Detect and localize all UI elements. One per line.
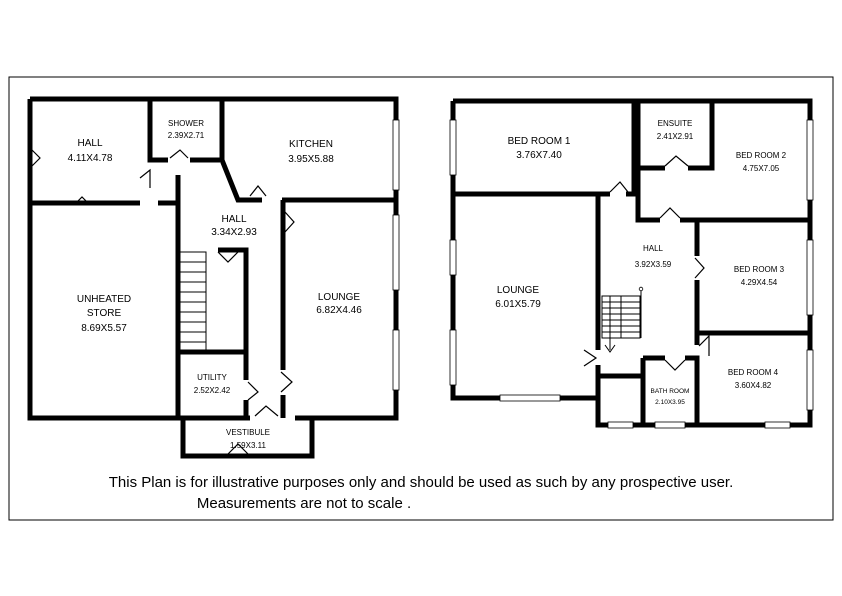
bathroom-partition (598, 355, 700, 425)
room-size-ensuite: 2.41X2.91 (657, 132, 694, 141)
room-name-utility: UTILITY (197, 373, 227, 382)
room-size-shower: 2.39X2.71 (168, 131, 205, 140)
window (654, 421, 686, 429)
door-swing (698, 334, 710, 356)
door-swing (247, 381, 259, 401)
door-swing (284, 211, 295, 233)
room-size-hall: 4.11X4.78 (68, 153, 113, 164)
door-swing (664, 359, 686, 371)
window (806, 119, 814, 201)
window (392, 119, 400, 191)
room-size-first-hall: 3.92X3.59 (635, 260, 672, 269)
window (764, 421, 791, 429)
room-name-vestibule: VESTIBULE (226, 428, 270, 437)
room-size-bedroom-1: 3.76X7.40 (516, 150, 562, 161)
door-swing (583, 349, 598, 367)
room-size-lounge: 6.82X4.46 (316, 305, 362, 316)
room-name-unheated-store-2: STORE (87, 308, 122, 319)
corridor-inner-wall (178, 247, 249, 355)
door-swing (254, 405, 279, 417)
room-size-first-lounge: 6.01X5.79 (495, 299, 541, 310)
window (499, 394, 561, 402)
kitchen-partition (219, 99, 396, 203)
first-floor-stairs (601, 286, 644, 353)
window (392, 214, 400, 291)
room-name-bedroom-1: BED ROOM 1 (508, 136, 571, 147)
window (806, 239, 814, 316)
door-swing (169, 149, 189, 159)
window (806, 349, 814, 411)
room-name-unheated-store-1: UNHEATED (77, 294, 131, 305)
door-swing (217, 251, 239, 263)
room-name-inner-hall: HALL (221, 214, 246, 225)
room-size-vestibule: 1.59X3.11 (230, 441, 266, 450)
room-name-lounge: LOUNGE (318, 292, 361, 303)
window (449, 119, 457, 176)
room-name-kitchen: KITCHEN (289, 139, 333, 150)
ground-floor-plan: HALL 4.11X4.78 SHOWER 2.39X2.71 KITCHEN … (27, 96, 400, 459)
door-swing (659, 207, 681, 219)
room-size-bedroom-2: 4.75X7.05 (743, 164, 780, 173)
room-name-shower: SHOWER (168, 119, 204, 128)
vestibule-wall (180, 418, 315, 459)
door-swing (280, 371, 293, 393)
window (449, 239, 457, 276)
room-name-bedroom-2: BED ROOM 2 (736, 151, 787, 160)
door-swing (227, 443, 249, 455)
drawing-border (8, 76, 834, 521)
window (449, 329, 457, 386)
room-name-bedroom-3: BED ROOM 3 (734, 265, 785, 274)
door-swing (73, 196, 91, 206)
bedroom2-partition (635, 168, 810, 223)
room-size-bedroom-4: 3.60X4.82 (735, 381, 772, 390)
shower-partition (147, 99, 220, 163)
disclaimer-line-1: This Plan is for illustrative purposes o… (108, 474, 734, 491)
window (392, 329, 400, 391)
door-swing (694, 257, 705, 279)
room-size-utility: 2.52X2.42 (194, 386, 231, 395)
room-name-bathroom: BATH ROOM (651, 388, 690, 395)
disclaimer-line-2: Measurements are not to scale . (196, 495, 412, 512)
room-size-inner-hall: 3.34X2.93 (211, 227, 257, 238)
room-size-kitchen: 3.95X5.88 (288, 154, 334, 165)
first-floor-plan: BED ROOM 1 3.76X7.40 ENSUITE 2.41X2.91 B… (449, 98, 814, 429)
first-floor-outer-wall (450, 98, 813, 428)
room-name-bedroom-4: BED ROOM 4 (728, 368, 779, 377)
door-swing (609, 181, 629, 193)
door-swing (249, 185, 267, 197)
room-size-bathroom: 2.10X3.95 (655, 399, 685, 406)
room-size-bedroom-3: 4.29X4.54 (741, 278, 778, 287)
room-name-hall: HALL (77, 138, 102, 149)
bedroom1-partition (453, 101, 637, 197)
door-swing (139, 168, 151, 188)
door-swing (664, 155, 689, 167)
room-name-ensuite: ENSUITE (658, 119, 693, 128)
door-swing (31, 149, 41, 167)
room-name-first-lounge: LOUNGE (497, 285, 540, 296)
window (607, 421, 634, 429)
room-name-first-hall: HALL (643, 244, 664, 253)
room-size-unheated-store: 8.69X5.57 (81, 323, 127, 334)
ground-floor-stairs (179, 251, 207, 351)
